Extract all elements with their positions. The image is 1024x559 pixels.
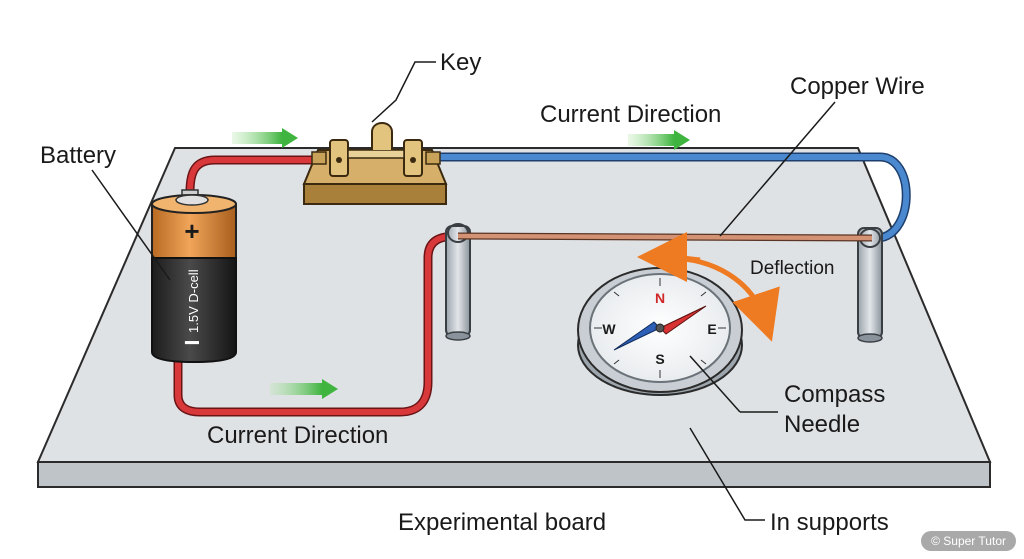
experimental-board-label: Experimental board (398, 509, 606, 536)
leader-lines (91, 61, 836, 521)
watermark-badge: © Super Tutor (921, 531, 1016, 551)
compass-south: S (655, 351, 664, 367)
battery-rating: 1.5V D-cell (186, 269, 201, 333)
compass-label-line1: Compass (784, 381, 885, 408)
right-support (857, 227, 883, 343)
key-switch (302, 122, 448, 205)
current-arrow-top-right (628, 130, 690, 150)
compass-east: E (707, 321, 716, 337)
in-supports-label: In supports (770, 509, 889, 536)
battery-label: Battery (40, 142, 116, 169)
compass-north: N (655, 290, 665, 306)
current-arrow-top-left (232, 128, 298, 148)
compass-west: W (602, 321, 616, 337)
compass-ticks (594, 278, 726, 378)
compass: N S W E (577, 267, 743, 396)
deflection-label: Deflection (750, 258, 835, 279)
left-support (445, 223, 471, 341)
battery-minus-sign: − (184, 327, 200, 358)
battery: + − 1.5V D-cell (151, 189, 237, 364)
current-direction-bottom-label: Current Direction (207, 422, 388, 449)
copper-wire (457, 232, 873, 242)
current-direction-top-label: Current Direction (540, 101, 721, 128)
copper-wire-label: Copper Wire (790, 73, 925, 100)
battery-plus-sign: + (184, 216, 199, 246)
current-arrow-bottom (270, 379, 338, 399)
compass-needle (613, 305, 707, 351)
compass-label-line2: Needle (784, 411, 860, 438)
key-label: Key (440, 49, 481, 76)
